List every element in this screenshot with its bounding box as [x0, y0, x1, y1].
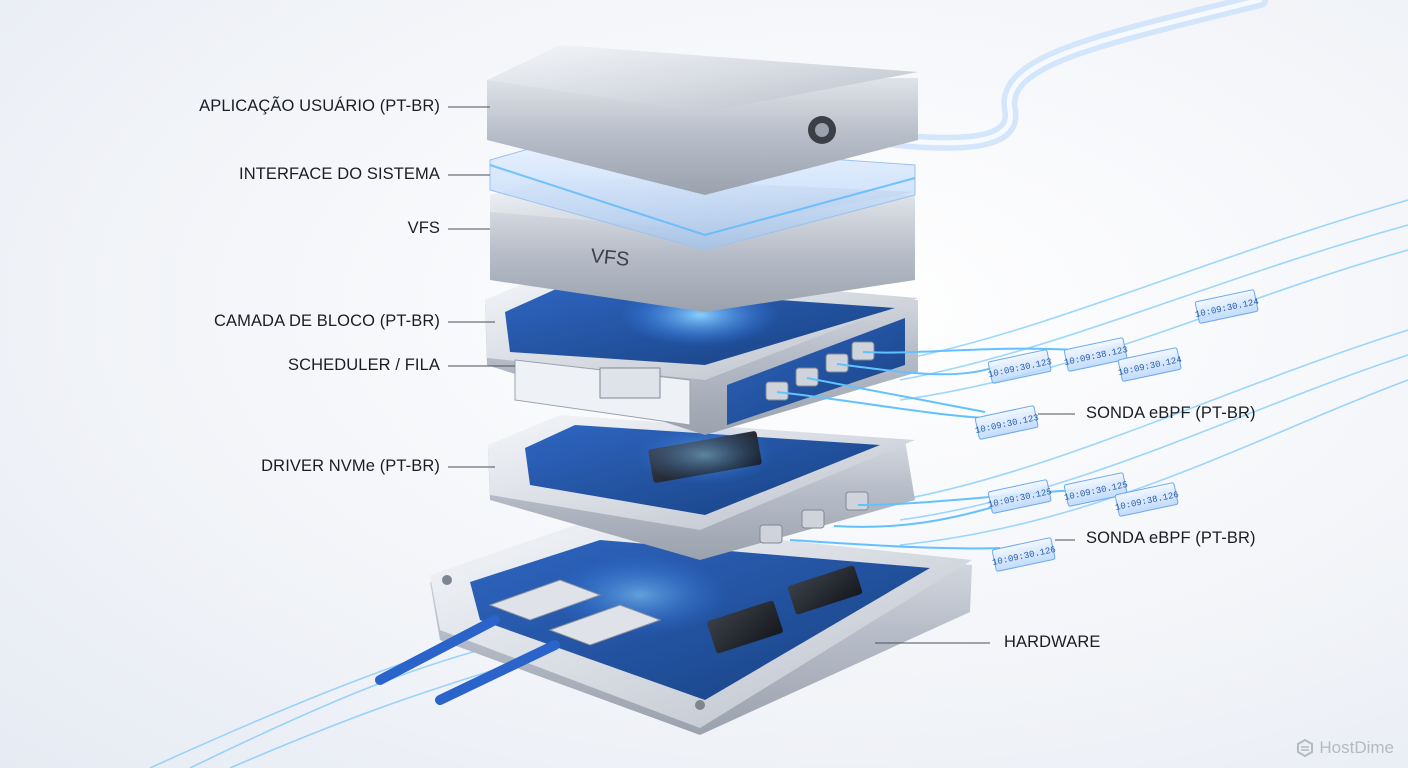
fiber-connectors: [375, 579, 662, 705]
timestamp-tag-lower-1: 10:09:30.125: [987, 479, 1053, 514]
label-block: CAMADA DE BLOCO (PT-BR): [213, 312, 440, 330]
hostdime-logo-icon: [1297, 739, 1314, 757]
timestamp-tag-upper-3: 10:09:30.124: [1117, 347, 1183, 382]
brand-watermark: HostDime: [1296, 738, 1394, 758]
label-app: APLICAÇÃO USUÁRIO (PT-BR): [199, 97, 440, 115]
driver-nvme-layer: [488, 415, 915, 560]
vfs-plate-text: VFS: [589, 245, 630, 271]
label-scheduler: SCHEDULER / FILA: [288, 356, 440, 374]
probe-fibers: [776, 347, 1076, 550]
timestamp-tag-lower-4: 10:09:30.126: [991, 537, 1057, 572]
timestamp-tag-upper-2: 10:09:38.123: [1063, 337, 1129, 372]
timestamp-tag-upper-5: 10:09:30.123: [974, 405, 1040, 440]
label-probe-lower: SONDA eBPF (PT-BR): [1086, 529, 1256, 547]
hardware-board: [375, 520, 972, 735]
label-hardware: HARDWARE: [1004, 633, 1101, 651]
timestamp-tag-lower-2: 10:09:30.125: [1063, 472, 1129, 507]
timestamp-tag-upper-4: 10:09:30.124: [1194, 289, 1260, 324]
timestamp-tag-upper-1: 10:09:30.123: [987, 349, 1053, 384]
brand-name: HostDime: [1319, 738, 1394, 757]
label-vfs: VFS: [407, 219, 440, 237]
timestamp-tag-lower-3: 10:09:38.126: [1114, 482, 1180, 517]
app-layer: [487, 45, 918, 195]
label-syscall: INTERFACE DO SISTEMA: [239, 165, 440, 183]
connector-lines: [448, 106, 1075, 644]
background-fibers: [149, 199, 1408, 768]
label-probe-upper: SONDA eBPF (PT-BR): [1086, 404, 1256, 422]
timestamp-tags-upper: 10:09:30.12310:09:38.12310:09:30.12410:0…: [974, 289, 1260, 440]
label-driver: DRIVER NVMe (PT-BR): [261, 457, 440, 475]
